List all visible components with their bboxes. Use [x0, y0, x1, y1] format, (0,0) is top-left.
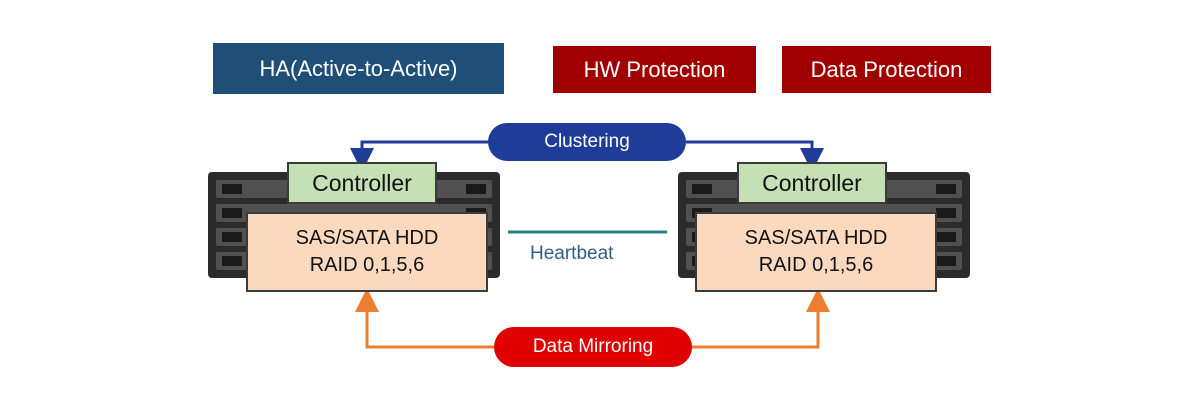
controller-right: Controller — [737, 162, 887, 204]
raid-levels-left: RAID 0,1,5,6 — [309, 254, 425, 276]
disk-type-left: SAS/SATA HDD — [295, 227, 439, 249]
clustering-arrow-right — [686, 140, 824, 172]
heartbeat-label: Heartbeat — [530, 243, 614, 264]
raid-levels-right: RAID 0,1,5,6 — [758, 254, 874, 276]
hw-protection-label: HW Protection — [553, 46, 756, 93]
mirroring-arrow-right — [692, 288, 830, 349]
disk-box-left: SAS/SATA HDD RAID 0,1,5,6 — [246, 212, 488, 292]
clustering-arrow-left — [350, 140, 490, 172]
controller-left: Controller — [287, 162, 437, 204]
disk-box-right: SAS/SATA HDD RAID 0,1,5,6 — [695, 212, 937, 292]
ha-active-to-active-label: HA(Active-to-Active) — [213, 43, 504, 94]
disk-type-right: SAS/SATA HDD — [744, 227, 888, 249]
data-mirroring-label: Data Mirroring — [494, 327, 692, 367]
clustering-label: Clustering — [488, 123, 686, 161]
data-protection-label: Data Protection — [782, 46, 991, 93]
mirroring-arrow-left — [355, 288, 494, 349]
